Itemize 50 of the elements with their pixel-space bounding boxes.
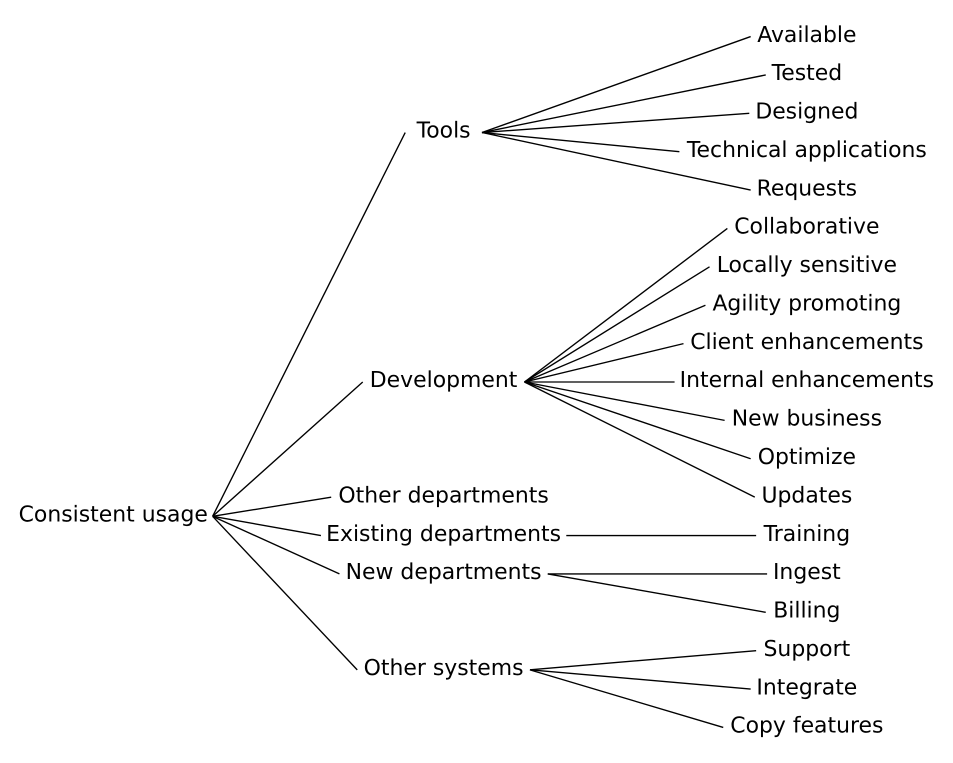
node-text: Existing departments — [326, 521, 562, 546]
node-text: Billing — [773, 598, 840, 623]
node-text: Client enhancements — [690, 329, 924, 354]
node-text: Designed — [755, 99, 858, 124]
node-text: Ingest — [772, 560, 841, 585]
connector — [530, 668, 751, 690]
node-text: Integrate — [756, 674, 858, 700]
connector — [524, 304, 706, 382]
connector — [482, 131, 680, 152]
node-text: Agility promoting — [712, 290, 902, 316]
node-text: Requests — [756, 176, 858, 201]
connector — [212, 515, 322, 536]
node-text: Technical applications — [686, 137, 927, 162]
connector — [482, 74, 766, 133]
node-text: New business — [732, 406, 882, 432]
connector — [212, 132, 406, 516]
connector — [530, 668, 724, 728]
node-text: Support — [764, 636, 850, 662]
node-text: Optimize — [758, 444, 856, 470]
node-text: New departments — [346, 560, 542, 585]
node-text: Training — [764, 521, 850, 546]
node-text: Development — [370, 368, 518, 393]
node-text: Available — [757, 22, 856, 48]
connector — [524, 266, 710, 382]
connector — [524, 380, 751, 459]
connector — [212, 496, 332, 517]
connector — [212, 380, 364, 516]
node-text: Updates — [761, 482, 852, 508]
connector — [524, 380, 725, 421]
node-text: Other systems — [364, 656, 524, 681]
node-text: Locally sensitive — [716, 252, 898, 278]
connector — [482, 131, 751, 190]
connector — [566, 534, 756, 536]
node-text: Copy features — [730, 713, 884, 738]
connector — [548, 572, 768, 574]
connector — [524, 342, 684, 382]
connector — [482, 35, 751, 133]
node-text: Consistent usage — [18, 502, 208, 528]
connector — [212, 515, 340, 574]
connector — [482, 112, 750, 133]
connector — [212, 515, 358, 670]
connector — [524, 380, 756, 498]
connector — [530, 650, 756, 670]
connector — [524, 227, 728, 382]
node-text: Other departments — [338, 482, 549, 508]
node-text: Collaborative — [734, 214, 880, 240]
node-text: Tested — [772, 60, 842, 86]
connector — [548, 572, 766, 612]
node-text: Internal enhancements — [680, 368, 934, 393]
node-text: Tools — [416, 118, 471, 144]
